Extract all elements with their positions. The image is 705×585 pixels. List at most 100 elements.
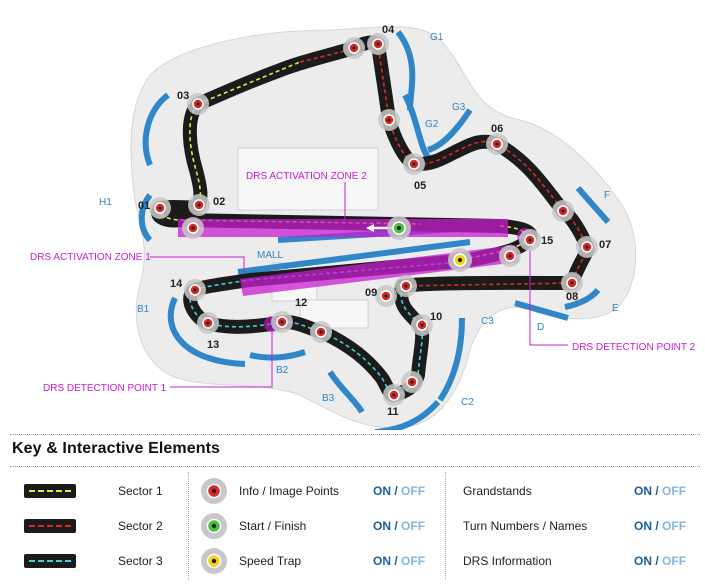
start-finish-toggle[interactable]: ON / OFF [373,519,426,533]
key-title: Key & Interactive Elements [12,440,221,457]
speed-trap-icon [201,548,227,574]
grandstand-G3 [426,108,473,153]
sector-3-label: Sector 3 [118,554,163,568]
turn-numbers-toggle[interactable]: ON / OFF [634,519,687,533]
grandstands-toggle[interactable]: ON / OFF [634,484,687,498]
info-point-off[interactable]: OFF [401,484,426,498]
info-point-marker[interactable] [576,236,598,258]
turn-label-04: 04 [382,24,395,36]
turn-label-01: 01 [138,200,150,212]
info-point-toggle[interactable]: ON / OFF [373,484,426,498]
drs-detection-2-leader [529,240,568,346]
drs-information-off[interactable]: OFF [662,554,687,568]
info-point-marker[interactable] [343,37,365,59]
grandstand-label-B2: B2 [276,365,289,376]
turn-numbers-on[interactable]: ON [634,519,652,533]
key-title-divider [10,466,700,467]
building-outlines [237,147,379,329]
grandstand-label-H1: H1 [99,197,112,208]
turn-label-07: 07 [599,239,611,251]
info-point-marker[interactable] [182,217,204,239]
start-finish-on[interactable]: ON [373,519,391,533]
turn-label-15: 15 [541,235,553,247]
info-point-marker[interactable] [383,384,405,406]
sector-3-row: Sector 3 [118,549,163,573]
start-finish-point[interactable] [387,216,411,240]
drs-information-toggle[interactable]: ON / OFF [634,554,687,568]
info-point-marker[interactable] [499,245,521,267]
info-points-layer [149,33,598,406]
speed-trap-on[interactable]: ON [373,554,391,568]
grandstand-D [514,300,569,321]
sector-2-line [299,43,589,287]
grandstand-C2 [374,399,441,430]
grandstand-B2 [249,349,306,361]
sector-3-swatch [24,554,76,568]
info-point-marker[interactable] [403,153,425,175]
grandstands-on[interactable]: ON [634,484,652,498]
grandstand-label-B1: B1 [137,304,150,315]
grandstand-B3 [327,370,365,414]
circuit-map: 01 02 03 04 05 06 07 08 09 10 11 12 13 1… [30,24,696,430]
turn-label-10: 10 [430,311,442,323]
info-point-marker[interactable] [395,275,417,297]
start-finish-icon [201,513,227,539]
drs-activation-zone-2-label: DRS ACTIVATION ZONE 2 [246,171,367,182]
speed-trap-off[interactable]: OFF [401,554,426,568]
info-point-marker[interactable] [378,109,400,131]
info-point-marker[interactable] [561,272,583,294]
speed-trap-toggle[interactable]: ON / OFF [373,554,426,568]
grandstand-C3 [437,317,465,402]
info-point-marker[interactable] [187,93,209,115]
info-point-marker[interactable] [188,194,210,216]
info-point-marker[interactable] [184,279,206,301]
sector-2-label: Sector 2 [118,519,163,533]
sector-1-swatch [24,484,76,498]
info-point-marker[interactable] [552,200,574,222]
drs-zone-1-leader [150,256,245,272]
start-finish-row: Start / Finish [239,514,306,538]
sector-3-line [189,261,461,397]
turn-label-02: 02 [213,196,225,208]
sector-1-label: Sector 1 [118,484,163,498]
turn-label-12: 12 [295,297,307,309]
grandstand-F [575,186,611,224]
turn-label-03: 03 [177,90,189,102]
speed-trap-point[interactable] [448,248,472,272]
info-point-marker[interactable] [149,197,171,219]
key-top-divider [10,434,700,435]
turn-numbers-off[interactable]: OFF [662,519,687,533]
speed-trap-row: Speed Trap [239,549,301,573]
grandstand-label-D: D [537,322,544,333]
info-point-marker[interactable] [197,312,219,334]
drs-information-on[interactable]: ON [634,554,652,568]
grandstand-label-E: E [612,303,619,314]
info-point-marker[interactable] [486,133,508,155]
info-point-on[interactable]: ON [373,484,391,498]
info-point-marker[interactable] [411,314,433,336]
info-point-marker[interactable] [375,285,397,307]
key-column-separator-1 [188,472,189,580]
drs-activation-zone-1-label: DRS ACTIVATION ZONE 1 [30,252,151,263]
grandstand-H2 [142,92,170,167]
sector-2-swatch [24,519,76,533]
speed-trap-label: Speed Trap [239,554,302,568]
info-point-marker[interactable] [271,311,293,333]
mall-label: MALL [257,250,284,261]
grandstand-B1 [167,296,246,367]
info-point-marker[interactable] [519,229,541,251]
grandstand-label-F: F [604,190,610,201]
grandstands-row: Grandstands [463,479,532,503]
info-point-marker[interactable] [367,33,389,55]
info-point-marker[interactable] [401,371,423,393]
info-point-marker[interactable] [310,321,332,343]
drs-detection-point-2-label: DRS DETECTION POINT 2 [572,342,696,353]
info-point-row: Info / Image Points [239,479,339,503]
grandstands-label: Grandstands [463,484,532,498]
grandstand-mall [237,239,471,275]
grandstands-off[interactable]: OFF [662,484,687,498]
turn-label-13: 13 [207,339,219,351]
grandstand-E [564,287,601,310]
start-finish-off[interactable]: OFF [401,519,426,533]
turn-numbers-row: Turn Numbers / Names [463,514,587,538]
